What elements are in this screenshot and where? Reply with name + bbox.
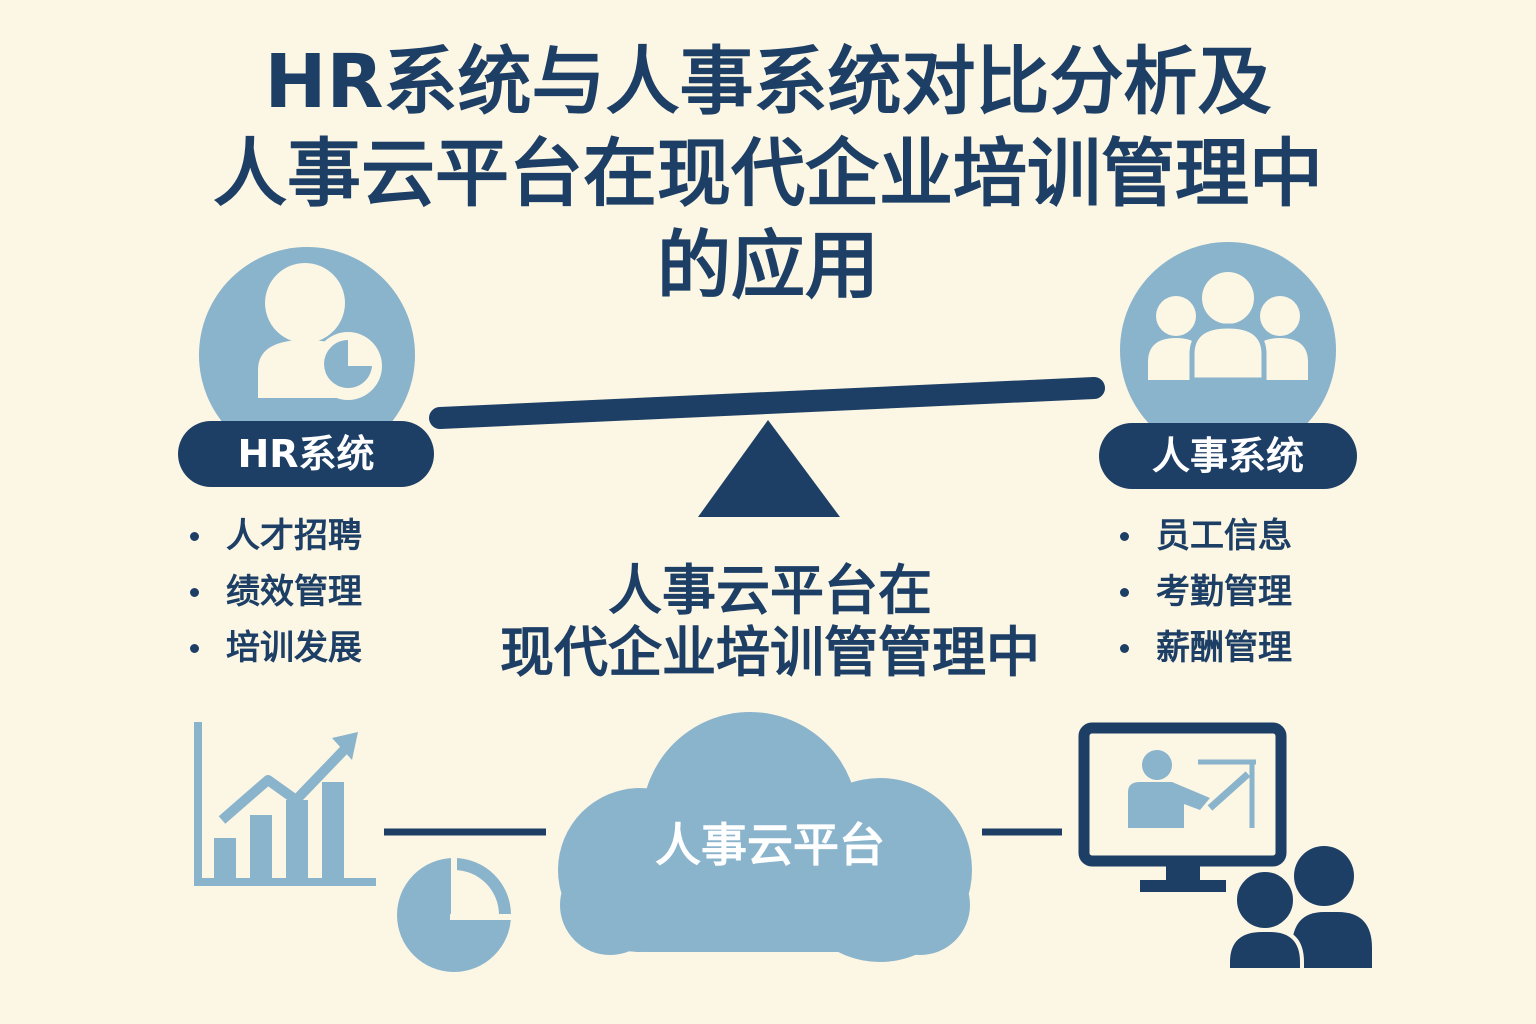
center-heading: 人事云平台在 现代企业培训管管理中 — [430, 560, 1110, 684]
title-line-2: 人事云平台在现代企业培训管理中 — [213, 131, 1323, 217]
center-line-2: 现代企业培训管管理中 — [500, 621, 1040, 684]
list-item: 薪酬管理 — [1120, 620, 1292, 676]
list-item: 培训发展 — [190, 620, 362, 676]
users-icon — [1226, 846, 1372, 972]
list-item: 人才招聘 — [190, 508, 362, 564]
balance-scale — [429, 377, 1105, 517]
hr-system-label: HR系统 — [178, 421, 434, 487]
bar-chart-trend-icon — [194, 722, 376, 886]
person-pie-chart-icon — [199, 247, 415, 463]
cloud-label: 人事云平台 — [655, 818, 885, 872]
center-line-1: 人事云平台在 — [608, 559, 932, 622]
group-people-icon — [1120, 242, 1336, 458]
pie-chart-icon — [397, 858, 512, 972]
title-line-3: 的应用 — [657, 223, 879, 309]
personnel-system-label: 人事系统 — [1099, 423, 1357, 489]
hr-system-list: 人才招聘 绩效管理 培训发展 — [190, 508, 362, 676]
presentation-monitor-icon — [1078, 722, 1287, 892]
list-item: 绩效管理 — [190, 564, 362, 620]
list-item: 员工信息 — [1120, 508, 1292, 564]
page-title: HR系统与人事系统对比分析及 人事云平台在现代企业培训管理中 的应用 — [0, 36, 1536, 312]
cloud-icon — [558, 712, 972, 962]
title-line-1: HR系统与人事系统对比分析及 — [264, 39, 1272, 125]
personnel-system-list: 员工信息 考勤管理 薪酬管理 — [1120, 508, 1292, 676]
list-item: 考勤管理 — [1120, 564, 1292, 620]
